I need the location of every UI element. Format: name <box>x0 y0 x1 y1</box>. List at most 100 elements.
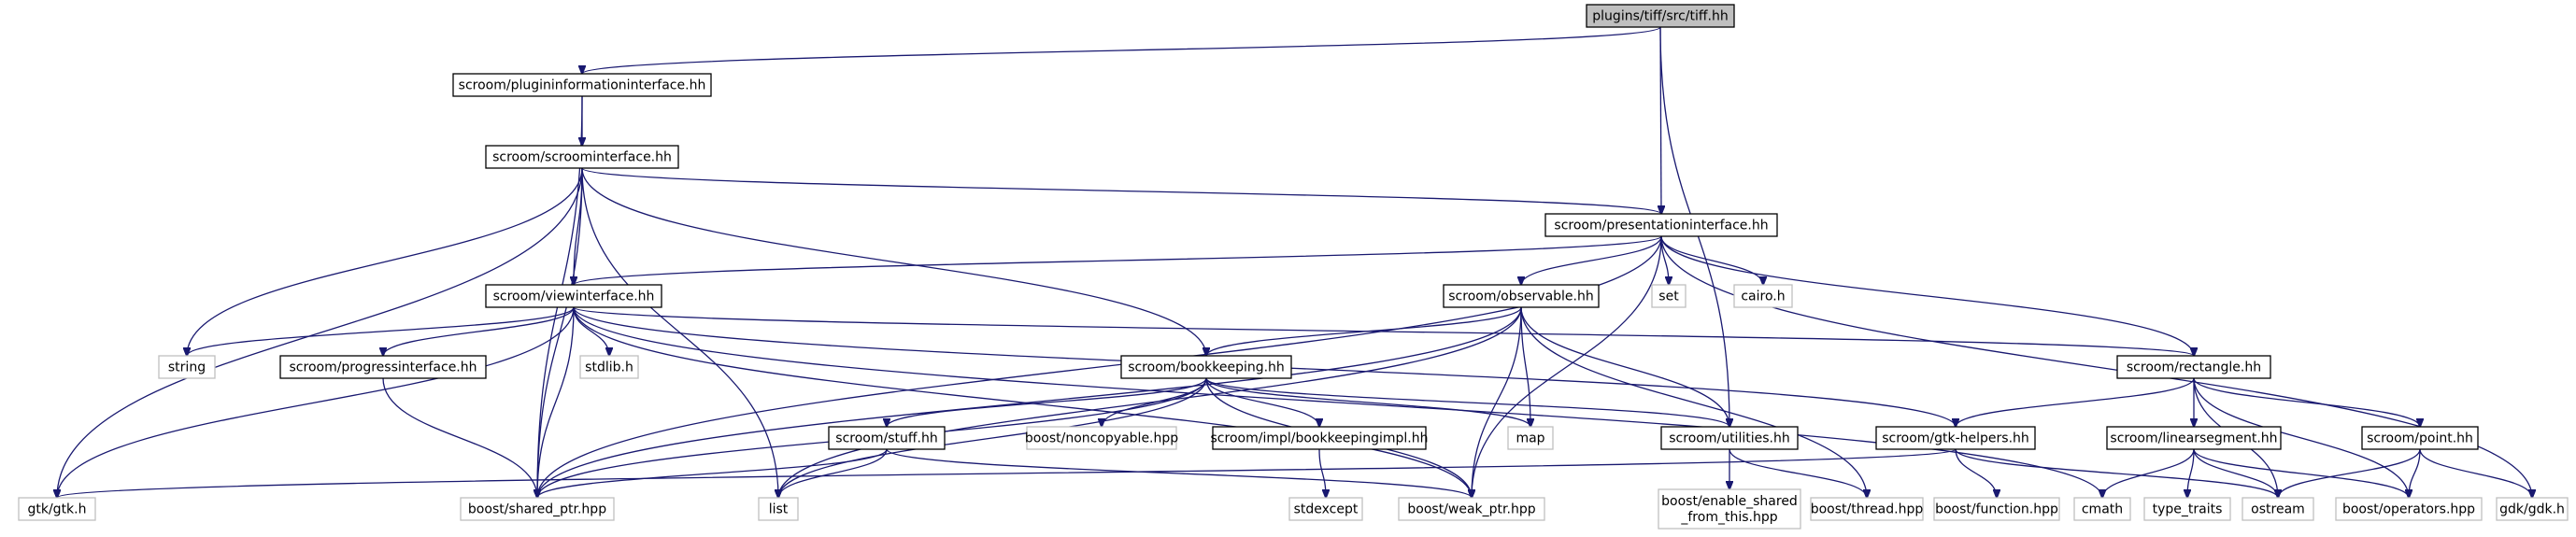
node-string: string <box>158 355 216 379</box>
node-label: map <box>1516 431 1544 446</box>
node-progi[interactable]: scroom/progressinterface.hh <box>279 355 487 379</box>
edge-pt-to-gdk <box>2419 448 2532 498</box>
node-label: type_traits <box>2153 502 2223 517</box>
node-label: cairo.h <box>1741 290 1785 304</box>
edge-gtkh-to-func <box>1955 448 1997 498</box>
node-pii[interactable]: scroom/plugininformationinterface.hh <box>452 73 712 97</box>
edge-obs-to-bk <box>1206 306 1522 356</box>
node-label: scroom/observable.hh <box>1448 290 1594 304</box>
node-gtkh[interactable]: scroom/gtk-helpers.hh <box>1875 426 2036 450</box>
node-box <box>2242 497 2314 521</box>
edge-rect-to-gtkh <box>1956 377 2195 427</box>
node-label: scroom/stuff.hh <box>835 431 937 446</box>
node-label: string <box>168 360 206 375</box>
edge-vi-to-cmath <box>573 306 2102 498</box>
node-box <box>1544 213 1778 237</box>
node-label: stdlib.h <box>585 360 633 375</box>
node-box <box>1875 426 2036 450</box>
node-label: boost/function.hpp <box>1935 502 2058 517</box>
edge-obs-to-wp <box>1472 306 1522 498</box>
node-label: scroom/rectangle.hh <box>2127 360 2261 375</box>
node-box <box>1398 497 1545 521</box>
node-label: boost/thread.hpp <box>1811 502 1924 517</box>
edge-pi-to-gdk <box>1660 235 2532 498</box>
node-map: map <box>1507 426 1554 450</box>
node-box <box>2361 426 2479 450</box>
edge-gtkh-to-gtk <box>57 448 1957 498</box>
edge-bk-to-map <box>1205 377 1530 427</box>
node-cmath: cmath <box>2073 497 2131 521</box>
node-box <box>452 73 712 97</box>
node-label: scroom/impl/bookkeepingimpl.hh <box>1211 431 1429 446</box>
node-box <box>2116 355 2271 379</box>
node-box <box>1586 4 1735 28</box>
node-box <box>1026 426 1177 450</box>
edge-ls-to-cmath <box>2102 448 2195 498</box>
edge-bk-to-util <box>1205 377 1729 427</box>
edge-vi-to-progi <box>383 306 575 356</box>
node-root[interactable]: plugins/tiff/src/tiff.hh <box>1586 4 1735 28</box>
edge-vi-to-gtk <box>57 306 575 498</box>
edge-obs-to-util <box>1520 306 1729 427</box>
node-ops: boost/operators.hpp <box>2335 497 2483 521</box>
node-bki[interactable]: scroom/impl/bookkeepingimpl.hh <box>1211 426 1429 450</box>
node-si[interactable]: scroom/scroominterface.hh <box>485 145 679 169</box>
node-pi[interactable]: scroom/presentationinterface.hh <box>1544 213 1778 237</box>
edge-bk-to-bki <box>1205 377 1319 427</box>
node-box <box>2143 497 2231 521</box>
node-pt[interactable]: scroom/point.hh <box>2361 426 2479 450</box>
node-box <box>485 284 662 308</box>
node-box <box>579 355 639 379</box>
edge-pi-to-cairo <box>1660 235 1763 285</box>
node-bk[interactable]: scroom/bookkeeping.hh <box>1120 355 1292 379</box>
node-label: set <box>1658 290 1679 304</box>
node-box <box>758 497 799 521</box>
edge-pi-to-wp <box>1472 235 1662 498</box>
node-rect[interactable]: scroom/rectangle.hh <box>2116 355 2271 379</box>
node-stuff[interactable]: scroom/stuff.hh <box>828 426 946 450</box>
node-label: boost/noncopyable.hpp <box>1025 431 1178 446</box>
node-util[interactable]: scroom/utilities.hh <box>1660 426 1799 450</box>
edge-vi-to-sp <box>537 306 575 498</box>
node-label: boost/shared_ptr.hpp <box>468 502 606 517</box>
node-ls[interactable]: scroom/linearsegment.hh <box>2106 426 2282 450</box>
node-label: boost/weak_ptr.hpp <box>1407 502 1535 517</box>
edge-root-to-pii <box>582 26 1661 74</box>
edge-obs-to-sp <box>537 306 1522 498</box>
edge-ls-to-tt <box>2187 448 2195 498</box>
edge-util-to-thread <box>1729 448 1867 498</box>
node-label: scroom/gtk-helpers.hh <box>1882 431 2029 446</box>
edge-obs-to-map <box>1520 306 1530 427</box>
edge-pi-to-rect <box>1660 235 2194 356</box>
edge-bk-to-stuff <box>887 377 1207 427</box>
edge-vi-to-rect <box>573 306 2194 356</box>
node-box <box>158 355 216 379</box>
node-label: scroom/scroominterface.hh <box>492 150 672 165</box>
edge-stuff-to-list <box>778 448 888 498</box>
edge-ls-to-ops <box>2193 448 2409 498</box>
node-box <box>1120 355 1292 379</box>
node-box <box>1212 426 1427 450</box>
node-list: list <box>758 497 799 521</box>
node-label: list <box>769 502 789 517</box>
node-tt: type_traits <box>2143 497 2231 521</box>
node-label: scroom/linearsegment.hh <box>2110 431 2277 446</box>
edge-vi-to-string <box>187 306 575 356</box>
node-label: scroom/presentationinterface.hh <box>1554 219 1768 233</box>
node-box <box>1507 426 1554 450</box>
node-box <box>1443 284 1600 308</box>
edge-si-to-gtk <box>57 167 583 498</box>
edge-si-to-pi <box>581 167 1661 214</box>
edge-pi-to-sp <box>537 235 1662 498</box>
node-vi[interactable]: scroom/viewinterface.hh <box>485 284 662 308</box>
node-obs[interactable]: scroom/observable.hh <box>1443 284 1600 308</box>
edge-rect-to-ops <box>2193 377 2409 498</box>
edge-progi-to-sp <box>382 377 537 498</box>
node-stdex: stdexcept <box>1288 497 1363 521</box>
node-thread: boost/thread.hpp <box>1810 497 1924 521</box>
file-nodes: plugins/tiff/src/tiff.hh scroom/plugininf… <box>18 4 2569 530</box>
node-label: ostream <box>2251 502 2305 517</box>
node-label: boost/enable_shared <box>1661 494 1798 509</box>
edge-si-to-string <box>187 167 583 356</box>
